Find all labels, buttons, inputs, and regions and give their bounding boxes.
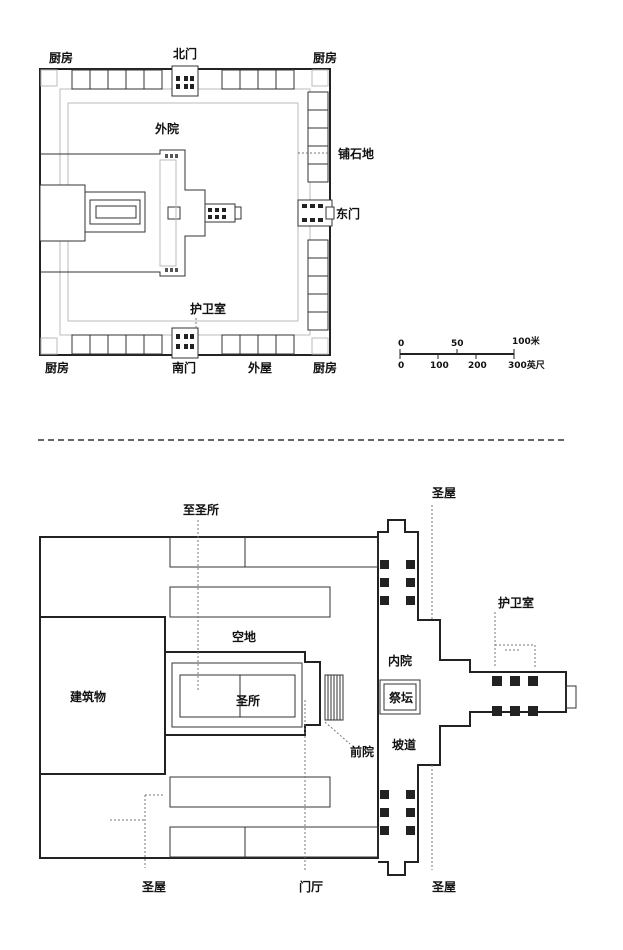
kitchen-se-block bbox=[311, 337, 329, 355]
scale-f300: 300英尺 bbox=[508, 359, 545, 371]
holy-chamber-bl-leader bbox=[110, 794, 165, 868]
outer-court-plan: 厨房 北门 厨房 外院 铺石地 东门 护卫室 厨房 南门 外屋 厨房 bbox=[39, 46, 374, 375]
guardroom-inner-leader bbox=[494, 612, 536, 668]
inner-temple-complex bbox=[39, 149, 242, 277]
label-ramp: 坡道 bbox=[392, 737, 416, 752]
kitchen-ne-block bbox=[311, 69, 329, 87]
north-gate-pillars bbox=[380, 560, 415, 605]
label-vestibule: 门厅 bbox=[299, 879, 323, 894]
scale-f100: 100 bbox=[430, 361, 449, 371]
sanctuary-room bbox=[239, 674, 296, 718]
label-holy-of-holies: 至圣所 bbox=[183, 502, 219, 517]
label-kitchen-ne: 厨房 bbox=[313, 50, 337, 65]
east-gate-structure bbox=[297, 199, 335, 227]
south-gate-pillars bbox=[380, 790, 415, 835]
label-holy-chamber-top: 圣屋 bbox=[431, 486, 456, 500]
label-sanctuary: 圣所 bbox=[235, 693, 260, 708]
label-outer-court: 外院 bbox=[155, 121, 179, 136]
holy-of-holies-room bbox=[179, 674, 241, 718]
kitchen-nw-block bbox=[40, 69, 58, 87]
north-gate-structure bbox=[171, 65, 199, 97]
building-block bbox=[39, 616, 166, 775]
sanctuary-steps bbox=[324, 674, 344, 721]
label-pavement: 铺石地 bbox=[338, 146, 374, 161]
scale-m100: 100米 bbox=[512, 335, 541, 347]
scale-f200: 200 bbox=[468, 361, 487, 371]
scale-f0: 0 bbox=[398, 361, 404, 371]
label-holy-chamber-br: 圣屋 bbox=[431, 880, 456, 894]
kitchen-sw-block bbox=[40, 337, 58, 355]
label-kitchen-se: 厨房 bbox=[313, 360, 337, 375]
label-south-gate: 南门 bbox=[172, 360, 196, 375]
label-guardroom-inner: 护卫室 bbox=[498, 595, 534, 610]
outer-inner-boundary bbox=[59, 88, 311, 336]
label-altar: 祭坛 bbox=[388, 690, 413, 705]
label-building: 建筑物 bbox=[69, 689, 106, 704]
south-outer-rooms bbox=[71, 334, 295, 355]
inner-court-plan: 至圣所 圣屋 护卫室 空地 内院 建筑物 圣所 祭坛 前院 坡道 圣屋 门厅 圣… bbox=[39, 486, 577, 894]
label-holy-chamber-bl: 圣屋 bbox=[141, 880, 166, 894]
pavement-boundary bbox=[67, 102, 299, 322]
label-north-gate: 北门 bbox=[173, 46, 197, 61]
front-court-leader bbox=[324, 721, 351, 745]
scale-m0: 0 bbox=[398, 339, 404, 349]
north-outer-rooms bbox=[71, 69, 295, 90]
label-guardroom: 护卫室 bbox=[190, 301, 226, 316]
east-gate-pillars bbox=[492, 676, 577, 716]
east-outer-rooms bbox=[307, 91, 329, 331]
label-front-court: 前院 bbox=[350, 744, 374, 759]
label-inner-court: 内院 bbox=[388, 653, 412, 668]
scale-bar: 0 50 100米 0 100 200 300英尺 bbox=[398, 335, 545, 371]
scale-m50: 50 bbox=[451, 339, 464, 349]
label-east-gate: 东门 bbox=[336, 206, 360, 221]
south-gate-structure bbox=[171, 327, 199, 359]
label-kitchen-nw: 厨房 bbox=[49, 50, 73, 65]
label-outer-rooms: 外屋 bbox=[248, 360, 272, 375]
label-open-space: 空地 bbox=[232, 629, 256, 644]
label-kitchen-sw: 厨房 bbox=[45, 360, 69, 375]
